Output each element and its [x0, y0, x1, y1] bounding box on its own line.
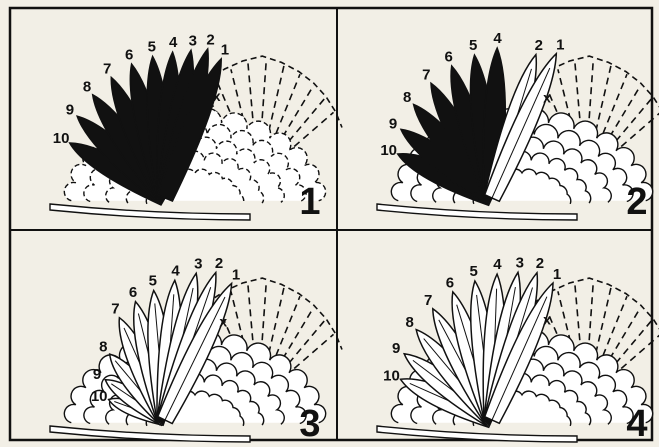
panel-number: 2 — [626, 181, 647, 223]
feather-number-8: 8 — [406, 314, 414, 331]
feather-number-4: 4 — [169, 34, 178, 51]
feather-number-6: 6 — [446, 274, 454, 291]
feather-number-10: 10 — [383, 367, 400, 384]
feather-number-4: 4 — [171, 262, 180, 279]
feather-number-1: 1 — [556, 37, 564, 54]
feather-number-5: 5 — [469, 37, 477, 54]
feather-number-3: 3 — [189, 32, 197, 49]
marker-x: x — [213, 88, 221, 104]
feather-number-9: 9 — [93, 366, 101, 383]
feather-number-8: 8 — [403, 89, 411, 106]
feather-number-9: 9 — [389, 115, 397, 132]
feather-number-4: 4 — [493, 30, 502, 47]
feather-number-6: 6 — [445, 49, 453, 66]
feather-number-5: 5 — [470, 263, 478, 280]
feather-number-10: 10 — [380, 142, 397, 159]
feather-number-10: 10 — [91, 388, 108, 405]
feather-number-2: 2 — [536, 255, 544, 272]
feather-number-9: 9 — [66, 101, 74, 118]
feather-number-7: 7 — [111, 301, 119, 318]
feather-number-6: 6 — [125, 46, 133, 63]
panel-number: 3 — [299, 403, 320, 445]
feather-number-2: 2 — [535, 37, 543, 54]
marker-x: x — [219, 314, 227, 330]
feather-number-8: 8 — [99, 339, 107, 356]
feather-number-2: 2 — [215, 255, 223, 272]
marker-x: x — [543, 90, 551, 106]
feather-number-1: 1 — [221, 42, 229, 59]
feather-number-7: 7 — [424, 292, 432, 309]
feather-number-7: 7 — [103, 60, 111, 77]
feather-number-10: 10 — [53, 130, 70, 147]
panel-number: 1 — [299, 181, 320, 223]
feather-number-7: 7 — [422, 66, 430, 83]
feather-number-3: 3 — [194, 256, 202, 273]
feather-number-1: 1 — [232, 266, 240, 283]
feather-number-1: 1 — [553, 266, 561, 283]
panel-number: 4 — [626, 403, 647, 445]
feather-number-3: 3 — [516, 254, 524, 271]
marker-x: x — [543, 312, 551, 328]
feather-number-5: 5 — [149, 273, 157, 290]
feather-number-5: 5 — [148, 39, 156, 56]
feather-number-2: 2 — [206, 31, 214, 48]
feather-number-6: 6 — [129, 284, 137, 301]
feather-number-4: 4 — [493, 256, 502, 273]
feather-number-9: 9 — [392, 340, 400, 357]
feather-number-8: 8 — [83, 79, 91, 96]
